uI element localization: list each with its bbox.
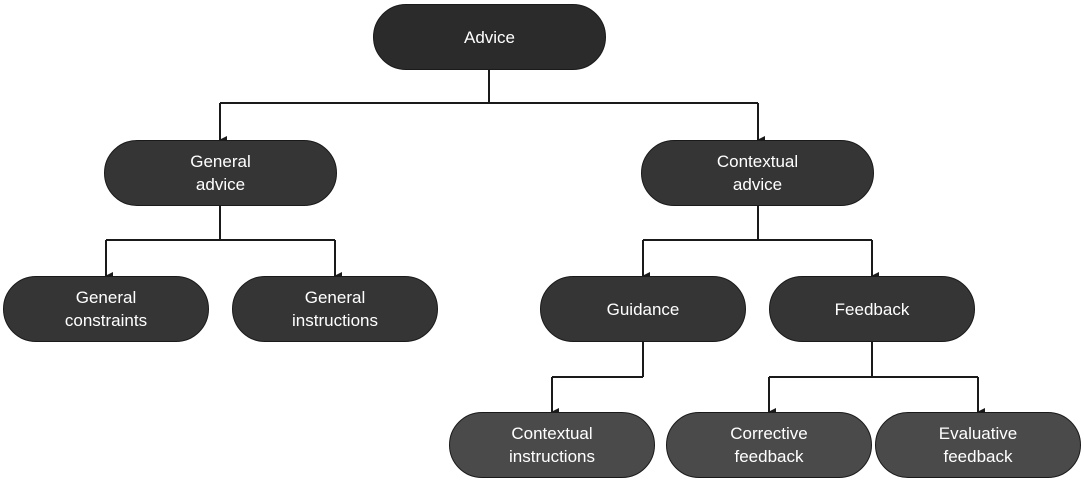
edge-guidance-children bbox=[551, 342, 644, 416]
node-evaluative-feedback: Evaluative feedback bbox=[875, 412, 1081, 478]
node-label-line: constraints bbox=[64, 311, 148, 330]
node-corrective-feedback: Corrective feedback bbox=[666, 412, 872, 478]
node-label-line: Contextual bbox=[511, 424, 593, 443]
node-label-line: General bbox=[304, 288, 366, 307]
node-label-line: Advice bbox=[463, 27, 516, 47]
node-label-line: Guidance bbox=[606, 299, 680, 319]
node-label-line: General bbox=[190, 152, 251, 171]
node-general-instructions: General instructions bbox=[232, 276, 438, 342]
node-label-line: Corrective bbox=[730, 424, 808, 443]
node-label-line: Evaluative bbox=[938, 424, 1018, 443]
node-advice: Advice bbox=[373, 4, 606, 70]
node-general-constraints: General constraints bbox=[3, 276, 209, 342]
node-label-line: feedback bbox=[943, 447, 1013, 466]
node-label-line: advice bbox=[732, 175, 783, 194]
node-guidance: Guidance bbox=[540, 276, 746, 342]
node-contextual-instructions: Contextual instructions bbox=[449, 412, 655, 478]
edge-feedback-children bbox=[768, 342, 985, 416]
node-label-line: advice bbox=[195, 175, 246, 194]
edge-advice-children bbox=[219, 70, 765, 144]
node-label-line: General bbox=[75, 288, 137, 307]
node-label-line: instructions bbox=[292, 311, 378, 330]
node-feedback: Feedback bbox=[769, 276, 975, 342]
node-contextual-advice: Contextual advice bbox=[641, 140, 874, 206]
node-label-line: Feedback bbox=[834, 299, 910, 319]
node-general-advice: General advice bbox=[104, 140, 337, 206]
edge-contextual-advice-children bbox=[642, 206, 879, 280]
node-label-line: Contextual bbox=[716, 152, 799, 171]
edge-general-advice-children bbox=[105, 206, 342, 280]
node-label-line: instructions bbox=[509, 447, 595, 466]
node-label-line: feedback bbox=[734, 447, 804, 466]
